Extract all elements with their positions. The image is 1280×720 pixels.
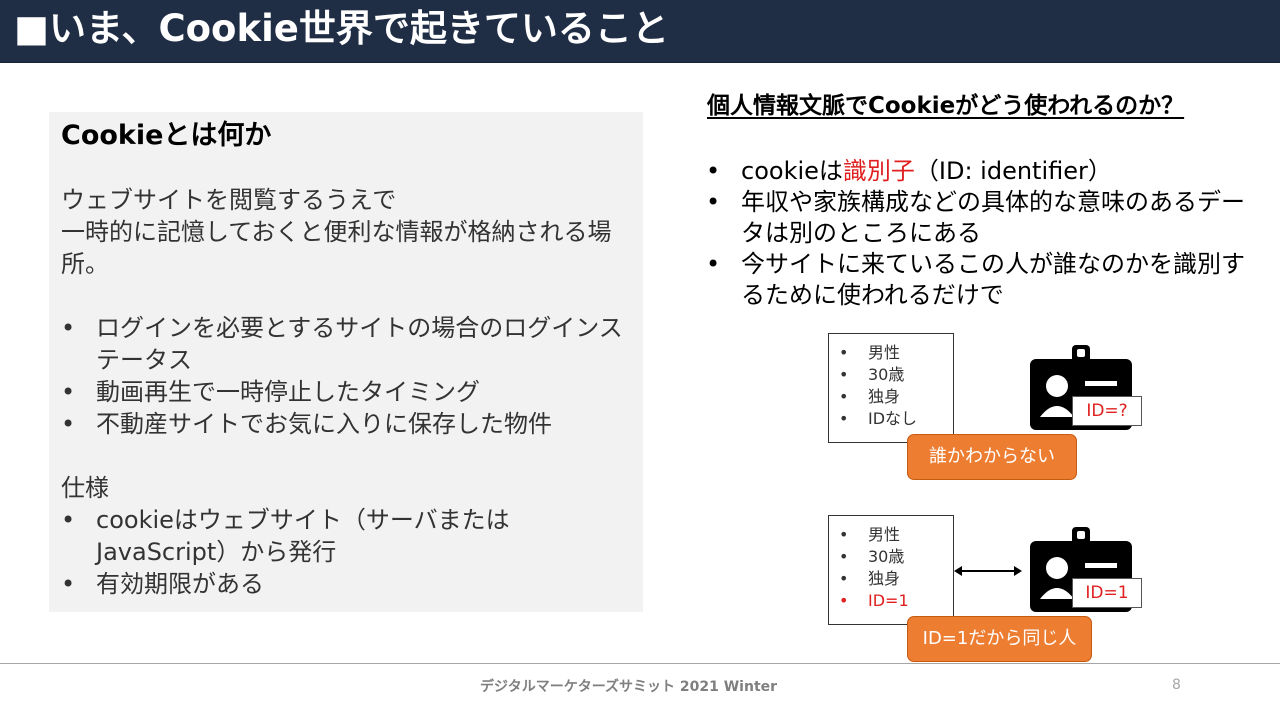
- list-item: 動画再生で一時停止したタイミング: [61, 376, 636, 408]
- section-heading: 個人情報文脈でCookieがどう使われるのか？: [707, 93, 1185, 119]
- identifier-highlight: 識別子: [842, 157, 915, 185]
- attribute-box-identified: 男性 30歳 独身 ID=1: [828, 515, 954, 625]
- list-item: 独身: [839, 386, 953, 408]
- list-item: 不動産サイトでお気に入りに保存した物件: [61, 408, 636, 440]
- cookie-purpose-list: cookieは識別子（ID: identifier） 年収や家族構成などの具体的…: [706, 156, 1266, 311]
- same-person-callout: ID=1だから同じ人: [907, 616, 1092, 662]
- usage-list: ログインを必要とするサイトの場合のログインステータス 動画再生で一時停止したタイ…: [61, 312, 636, 440]
- list-item: IDなし: [839, 408, 953, 430]
- cookie-definition-panel: Cookieとは何か ウェブサイトを閲覧するうえで 一時的に記憶しておくと便利な…: [49, 112, 643, 612]
- list-item: 今サイトに来ているこの人が誰なのかを識別するために使われるだけで: [706, 249, 1266, 311]
- list-item: 男性: [839, 342, 953, 364]
- list-item: cookieはウェブサイト（サーバまたはJavaScript）から発行: [61, 504, 636, 568]
- intro-line-2: 一時的に記憶しておくと便利な情報が格納される場所。: [61, 218, 612, 278]
- panel-body: ウェブサイトを閲覧するうえで 一時的に記憶しておくと便利な情報が格納される場所。…: [61, 184, 636, 600]
- list-item: 30歳: [839, 364, 953, 386]
- list-item: 30歳: [839, 546, 953, 568]
- list-item: 有効期限がある: [61, 568, 636, 600]
- panel-title: Cookieとは何か: [61, 120, 272, 151]
- slide-header: ■いま、Cookie世界で起きていること: [0, 0, 1280, 63]
- unknown-person-callout: 誰かわからない: [907, 434, 1077, 480]
- list-item: cookieは識別子（ID: identifier）: [706, 156, 1266, 187]
- list-item: ログインを必要とするサイトの場合のログインステータス: [61, 312, 636, 376]
- footer-divider: [0, 663, 1280, 664]
- list-item: ID=1: [839, 590, 953, 612]
- list-item: 年収や家族構成などの具体的な意味のあるデータは別のところにある: [706, 187, 1266, 249]
- attribute-box-unknown: 男性 30歳 独身 IDなし: [828, 333, 954, 443]
- spec-list: cookieはウェブサイト（サーバまたはJavaScript）から発行 有効期限…: [61, 504, 636, 600]
- list-item: 男性: [839, 524, 953, 546]
- list-item: 独身: [839, 568, 953, 590]
- intro-line-1: ウェブサイトを閲覧するうえで: [61, 186, 397, 214]
- footer-event-name: デジタルマーケターズサミット 2021 Winter: [480, 679, 778, 695]
- page-number: 8: [1172, 677, 1181, 693]
- id-known-label: ID=1: [1072, 578, 1142, 608]
- spec-heading: 仕様: [61, 474, 109, 502]
- id-unknown-label: ID=?: [1072, 396, 1142, 426]
- double-arrow-icon: [954, 566, 1022, 576]
- slide-title: ■いま、Cookie世界で起きていること: [14, 7, 669, 50]
